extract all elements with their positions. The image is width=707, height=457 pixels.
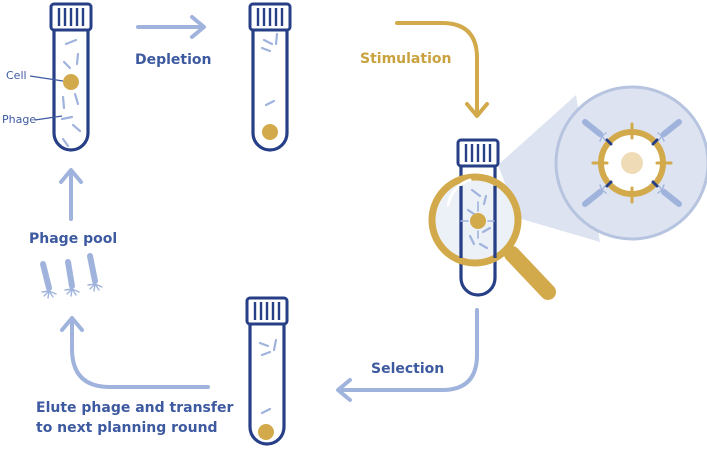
receptor-icons — [591, 122, 673, 204]
label-cell-group: Cell — [6, 69, 64, 82]
tube-cap-icon — [456, 138, 500, 168]
cell-icon — [258, 424, 274, 440]
arrow-selection-icon — [336, 308, 479, 402]
tube-cap-icon — [248, 2, 292, 32]
label-phage-group: Phage — [2, 113, 63, 126]
phage-particles — [258, 338, 278, 415]
cell-icon — [470, 213, 486, 229]
bound-phage-icon — [582, 119, 682, 207]
tube-selected — [245, 296, 289, 446]
cell-nucleus-icon — [621, 152, 643, 174]
arrow-pool-to-tube-icon — [59, 168, 83, 221]
phage-particles — [60, 38, 82, 148]
label-selection: Selection — [371, 361, 444, 377]
tube-cap-icon — [49, 2, 93, 32]
label-cell: Cell — [6, 69, 27, 82]
phage-particles — [260, 32, 279, 107]
arrow-depletion-icon — [136, 15, 206, 39]
tube-initial — [49, 2, 93, 152]
phage-pool-icon — [40, 253, 103, 299]
label-phage-pool: Phage pool — [29, 231, 117, 247]
cell-icon — [63, 74, 79, 90]
cell-icon — [262, 124, 278, 140]
label-elute-line2: to next planning round — [36, 420, 218, 436]
tube-cap-icon — [245, 296, 289, 326]
arrow-elute-icon — [60, 316, 210, 389]
label-depletion: Depletion — [135, 52, 212, 68]
arrow-stimulation-icon — [395, 21, 489, 118]
label-stimulation: Stimulation — [360, 51, 451, 67]
zoom-circle — [554, 85, 707, 241]
label-elute-line1: Elute phage and transfer — [36, 400, 233, 416]
label-phage: Phage — [2, 113, 36, 126]
tube-depleted — [248, 2, 292, 152]
tube-stimulated-contents — [459, 186, 497, 258]
